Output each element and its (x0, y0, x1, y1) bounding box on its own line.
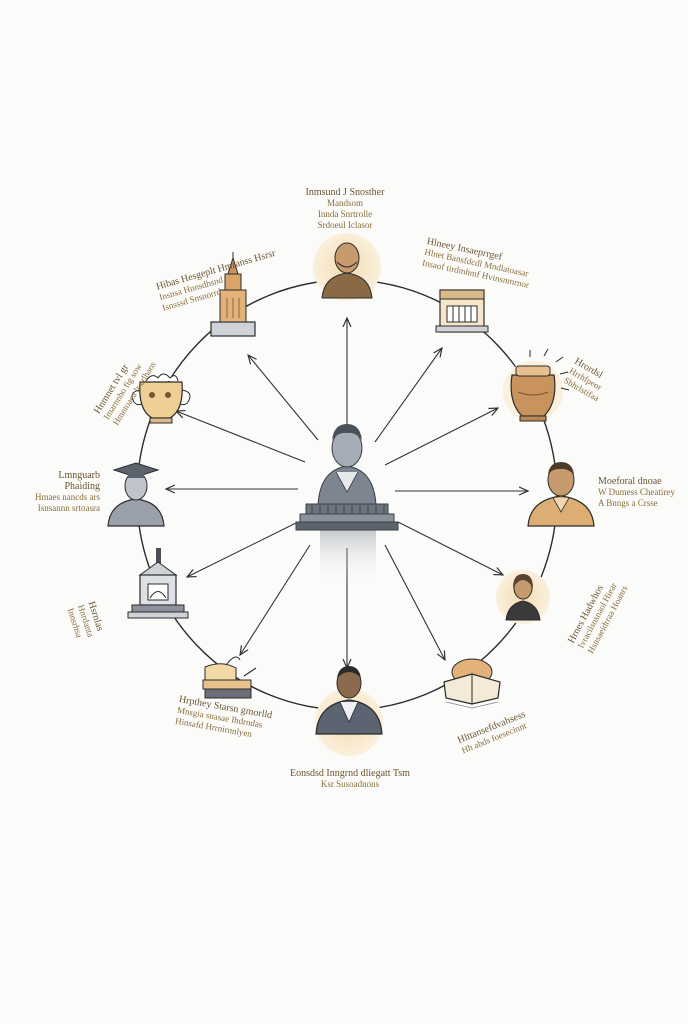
arrow-top-left (248, 355, 319, 441)
suited-man-portrait-icon (315, 666, 383, 756)
connector-arrows (166, 318, 528, 668)
building-facade-icon (435, 289, 489, 333)
label-line: Isnsannn srtoasra (37, 503, 100, 513)
books-and-scroll-icon (202, 656, 257, 699)
label-line: Srdoeul Iclasor (317, 220, 373, 230)
label-line: Innda Snrtrolle (317, 209, 373, 219)
vase-urn-icon (503, 348, 570, 422)
woman-portrait-icon (496, 570, 550, 624)
monument-building-icon (127, 548, 189, 619)
label-line: Phaiding (64, 481, 100, 492)
label-line: W Dumess Cheatirey (598, 487, 675, 497)
label-line: A Bnngs a Crsse (598, 498, 658, 508)
arrow-right-upper (384, 408, 498, 466)
node-label-bottom: Eonsdsd Inngrnd dliegatt Tsm Ksr Susoadn… (290, 768, 410, 790)
man-portrait-icon (527, 462, 595, 527)
label-line: Ksr Susoadnons (320, 779, 380, 789)
arrow-right-lower (397, 521, 503, 575)
graduate-bust-icon (107, 462, 165, 527)
node-label-right: Moeforal dnoae W Dumess Cheatirey A Bnng… (598, 476, 675, 509)
bust-portrait-icon (313, 233, 381, 301)
label-line: Lmnguarb (58, 470, 100, 481)
node-label-top: Inmsund J Snosther Mandsom Innda Snrtrol… (306, 187, 385, 231)
node-label-left: Lmnguarb Phaiding Hmaes nancds ars Isnsa… (35, 470, 100, 514)
label-line: Moeforal dnoae (598, 476, 662, 487)
arrow-bottom-left (240, 544, 311, 655)
label-line: Eonsdsd Inngrnd dliegatt Tsm (290, 768, 410, 779)
arrow-bottom-right (384, 544, 445, 660)
arrow-left-lower (187, 521, 299, 577)
arrow-left-upper (176, 411, 306, 463)
trophy-urn-icon (131, 373, 191, 424)
label-line: Inmsund J Snosther (305, 187, 385, 198)
label-line: Hmaes nancds ars (35, 492, 100, 502)
open-book-icon (443, 658, 501, 709)
arrow-top-right (374, 348, 442, 443)
tower-landmark-icon (210, 252, 256, 337)
central-bust-on-pedestal-icon (295, 424, 399, 585)
label-line: Mandsom (327, 198, 363, 208)
